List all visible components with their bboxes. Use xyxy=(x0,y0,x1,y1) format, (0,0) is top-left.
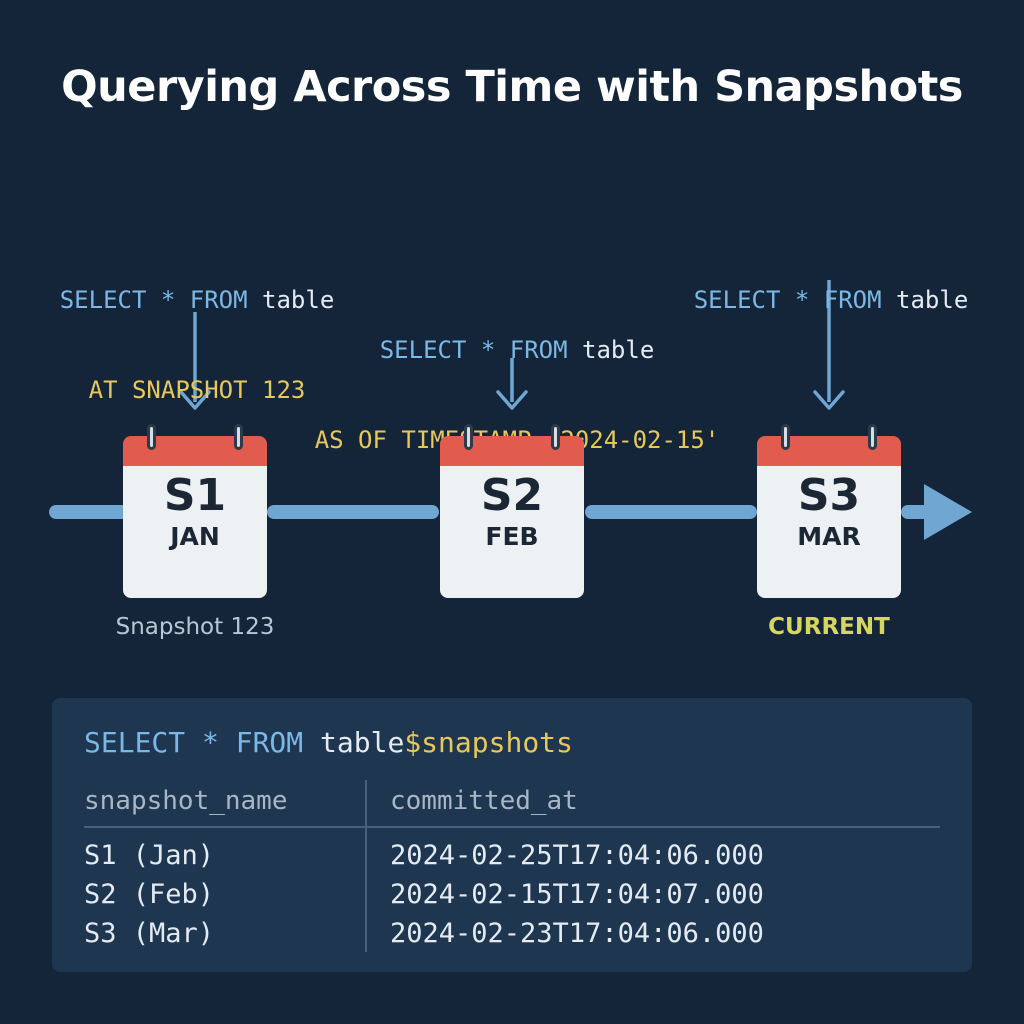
query-table: table xyxy=(582,336,655,364)
query-s1: SELECT * FROM table AT SNAPSHOT 123 xyxy=(52,230,342,432)
query-table: table xyxy=(896,286,969,314)
calendar-header xyxy=(757,436,901,466)
column-header-snapshot-name: snapshot_name xyxy=(84,786,288,816)
cell-committed-at: 2024-02-15T17:04:07.000 xyxy=(390,879,764,910)
calendar-body xyxy=(123,466,267,598)
cell-snapshot-name: S3 (Mar) xyxy=(84,918,215,949)
calendar-ring-icon xyxy=(234,424,243,450)
query-arrow-s1 xyxy=(179,312,211,410)
timeline-line xyxy=(49,484,972,540)
calendar-header xyxy=(123,436,267,466)
query-arrow-s3 xyxy=(813,280,845,410)
snapshot-month: FEB xyxy=(485,522,539,551)
table-row: S3 (Mar) 2024-02-23T17:04:06.000 xyxy=(52,918,972,958)
column-divider xyxy=(365,780,367,952)
query-s3: SELECT * FROM table xyxy=(686,230,976,342)
query-keyword: SELECT * FROM xyxy=(59,286,248,314)
query-keyword: SELECT * FROM xyxy=(379,336,568,364)
calendar-s3: S3 MAR xyxy=(757,424,901,598)
calendar-ring-icon xyxy=(551,424,560,450)
panel-query-keyword: SELECT * FROM xyxy=(84,726,304,759)
cell-snapshot-name: S1 (Jan) xyxy=(84,840,215,871)
snapshot-id: S3 xyxy=(797,470,861,521)
query-arrow-s2 xyxy=(496,358,528,410)
column-header-committed-at: committed_at xyxy=(390,786,578,816)
snapshot-caption-s3: CURRENT xyxy=(768,614,890,640)
query-table: table xyxy=(262,286,335,314)
calendar-ring-icon xyxy=(147,424,156,450)
calendar-header xyxy=(440,436,584,466)
calendar-ring-icon xyxy=(868,424,877,450)
page-title: Querying Across Time with Snapshots xyxy=(61,62,963,112)
cell-committed-at: 2024-02-25T17:04:06.000 xyxy=(390,840,764,871)
snapshot-id: S2 xyxy=(480,470,544,521)
cell-committed-at: 2024-02-23T17:04:06.000 xyxy=(390,918,764,949)
snapshot-month: MAR xyxy=(797,522,861,551)
header-divider xyxy=(84,826,940,828)
query-s2: SELECT * FROM table AS OF TIMESTAMP '202… xyxy=(302,280,732,482)
panel-query-table: table xyxy=(320,726,405,759)
calendar-body xyxy=(440,466,584,598)
panel-query: SELECT * FROM table$snapshots xyxy=(84,726,573,759)
cell-snapshot-name: S2 (Feb) xyxy=(84,879,215,910)
timeline-arrowhead xyxy=(924,484,972,540)
snapshots-result-panel: SELECT * FROM table$snapshots snapshot_n… xyxy=(52,698,972,972)
snapshot-id: S1 xyxy=(163,470,227,521)
query-keyword: SELECT * FROM xyxy=(693,286,882,314)
calendar-ring-icon xyxy=(781,424,790,450)
panel-query-suffix: $snapshots xyxy=(404,726,573,759)
snapshot-caption-s1: Snapshot 123 xyxy=(115,614,275,640)
calendar-body xyxy=(757,466,901,598)
calendar-ring-icon xyxy=(464,424,473,450)
calendar-s2: S2 FEB xyxy=(440,424,584,598)
calendar-s1: S1 JAN xyxy=(123,424,267,598)
table-row: S2 (Feb) 2024-02-15T17:04:07.000 xyxy=(52,879,972,919)
table-row: S1 (Jan) 2024-02-25T17:04:06.000 xyxy=(52,840,972,880)
snapshot-month: JAN xyxy=(170,522,220,551)
query-clause: AT SNAPSHOT 123 xyxy=(88,376,306,404)
